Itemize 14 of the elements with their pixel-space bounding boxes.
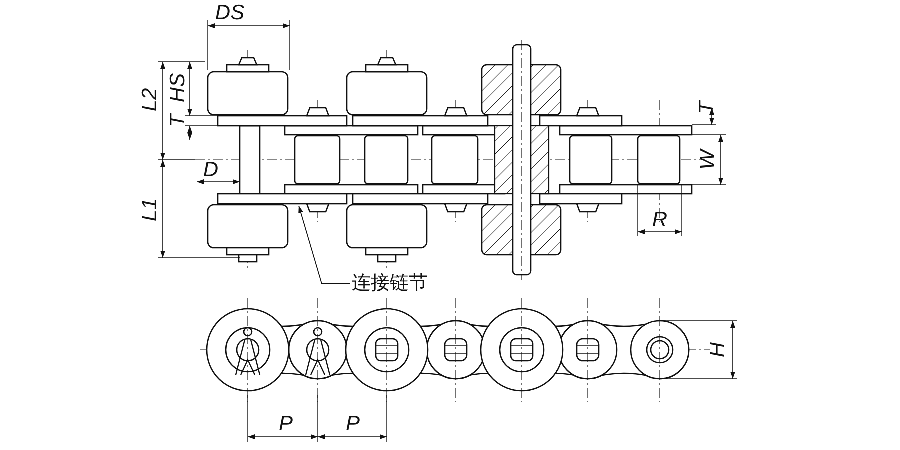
- dimension-label: L2: [140, 88, 160, 112]
- dimension-label: R: [652, 210, 668, 230]
- dimension-label: D: [203, 160, 219, 180]
- dimension-label: P: [279, 414, 293, 434]
- dimension-label: H: [708, 342, 728, 358]
- dimension-label: W: [698, 150, 718, 170]
- dimension-label: P: [346, 414, 360, 434]
- dimension-label: HS: [168, 73, 188, 103]
- leader-line: [298, 206, 350, 284]
- dimension-label: T: [168, 114, 188, 128]
- dimension-label: L1: [140, 198, 160, 222]
- dimension-label: T: [696, 102, 718, 114]
- callout-label: 连接链节: [352, 273, 428, 295]
- dimension-label: DS: [215, 2, 245, 24]
